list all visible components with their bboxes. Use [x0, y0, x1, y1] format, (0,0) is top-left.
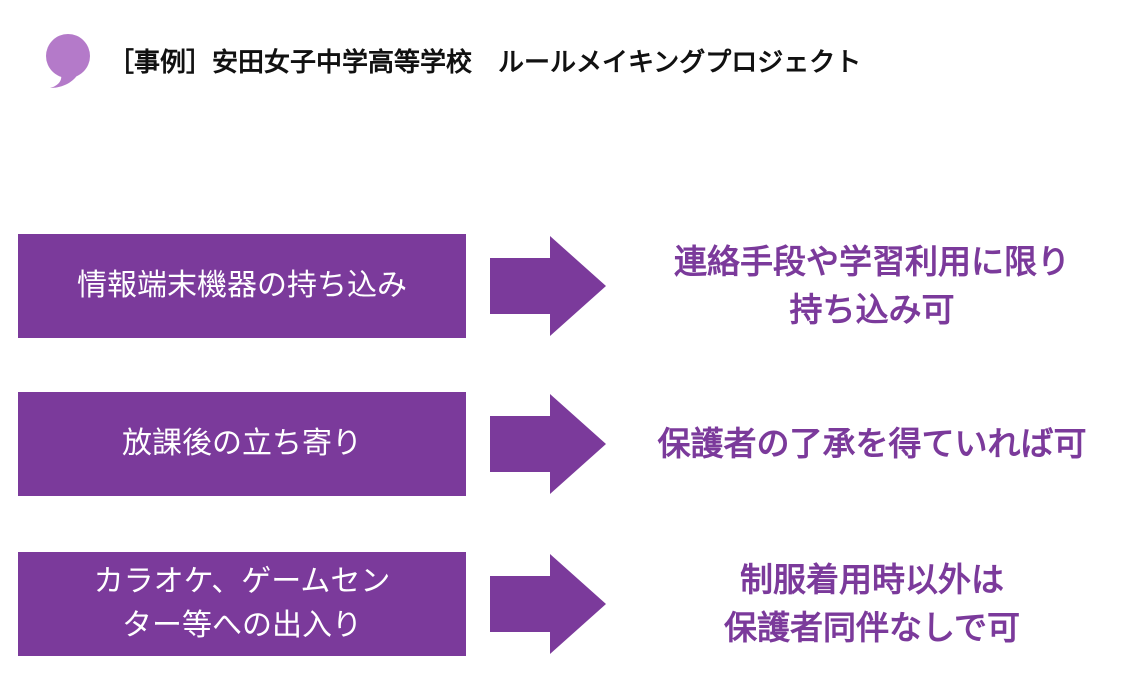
- rule-item-label: 情報端末機器の持ち込み: [77, 268, 407, 303]
- rule-row: 情報端末機器の持ち込み 連絡手段や学習利用に限り 持ち込み可: [18, 234, 1128, 338]
- speech-bubble-icon: [46, 34, 90, 88]
- rule-item-box: カラオケ、ゲームセン ター等への出入り: [18, 552, 466, 656]
- rule-result: 制服着用時以外は 保護者同伴なしで可: [616, 552, 1128, 656]
- page-title: ［事例］安田女子中学高等学校 ルールメイキングプロジェクト: [108, 47, 862, 78]
- right-arrow-icon: [490, 394, 606, 494]
- rule-item-box: 情報端末機器の持ち込み: [18, 234, 466, 338]
- rule-item-label: ター等への出入り: [121, 608, 362, 643]
- right-arrow-icon: [490, 554, 606, 654]
- rule-result-line: 保護者同伴なしで可: [723, 608, 1020, 647]
- rule-result: 保護者の了承を得ていれば可: [616, 392, 1128, 496]
- rule-result-line: 持ち込み可: [789, 290, 955, 329]
- rule-item-label: 放課後の立ち寄り: [122, 426, 362, 461]
- rule-result-line: 制服着用時以外は: [740, 560, 1004, 599]
- right-arrow-icon: [490, 236, 606, 336]
- rule-row: 放課後の立ち寄り 保護者の了承を得ていれば可: [18, 392, 1128, 496]
- rule-row: カラオケ、ゲームセン ター等への出入り 制服着用時以外は 保護者同伴なしで可: [18, 552, 1128, 656]
- rule-item-label: カラオケ、ゲームセン: [93, 564, 391, 599]
- title-row: ［事例］安田女子中学高等学校 ルールメイキングプロジェクト: [38, 30, 861, 90]
- rule-result-line: 連絡手段や学習利用に限り: [674, 242, 1070, 281]
- rule-result-line: 保護者の了承を得ていれば可: [657, 424, 1087, 463]
- rule-result: 連絡手段や学習利用に限り 持ち込み可: [616, 234, 1128, 338]
- rule-item-box: 放課後の立ち寄り: [18, 392, 466, 496]
